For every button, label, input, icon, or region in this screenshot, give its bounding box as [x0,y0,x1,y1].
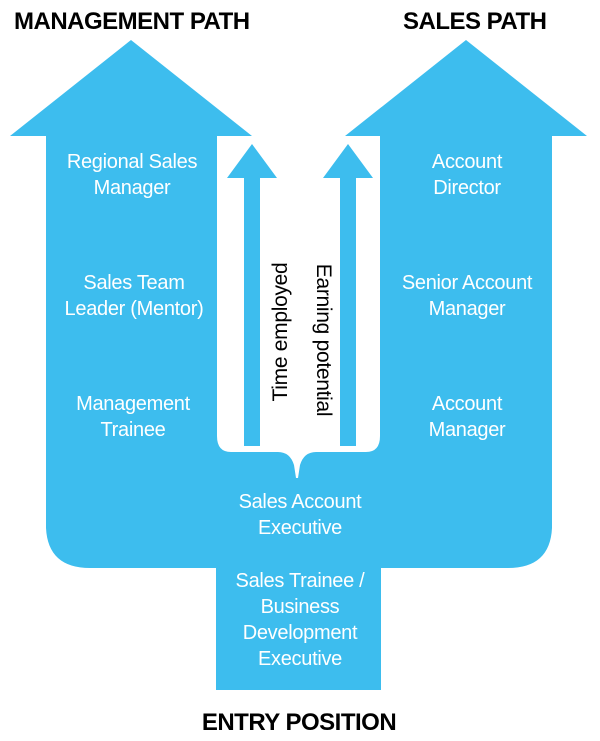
node-line: Sales Account [239,491,363,513]
node-line: Manager [429,298,506,320]
node-line: Development [243,622,358,644]
account-manager-node: Account Manager [429,393,507,441]
time-employed-label: Time employed [269,263,292,402]
node-line: Executive [258,517,342,539]
sales-path-heading: SALES PATH [403,8,546,35]
node-line: Manager [429,419,506,441]
node-line: Senior Account [402,272,533,294]
earning-potential-label: Earning potential [312,264,335,417]
earning-potential-arrow [323,144,373,446]
management-path-heading: MANAGEMENT PATH [14,8,250,35]
node-line: Director [433,177,501,199]
account-director-node: Account Director [432,151,503,199]
sales-team-leader-node: Sales Team Leader (Mentor) [65,272,204,320]
management-trainee-node: Management Trainee [76,393,191,441]
career-arrows-shape [10,40,587,690]
node-line: Business [261,596,340,618]
node-line: Leader (Mentor) [65,298,204,320]
node-line: Sales Team [83,272,184,294]
node-line: Regional Sales [67,151,198,173]
senior-account-manager-node: Senior Account Manager [402,272,533,320]
node-line: Executive [258,648,342,670]
node-line: Account [432,393,503,415]
node-line: Sales Trainee / [236,570,366,592]
node-line: Trainee [101,419,166,441]
node-line: Management [76,393,190,415]
regional-sales-manager-node: Regional Sales Manager [67,151,198,199]
time-employed-arrow [227,144,277,446]
node-line: Manager [94,177,171,199]
entry-position-heading: ENTRY POSITION [202,709,396,736]
entry-role-node: Sales Trainee / Business Development Exe… [236,570,366,670]
node-line: Account [432,151,503,173]
sales-account-executive-node: Sales Account Executive [239,491,363,539]
